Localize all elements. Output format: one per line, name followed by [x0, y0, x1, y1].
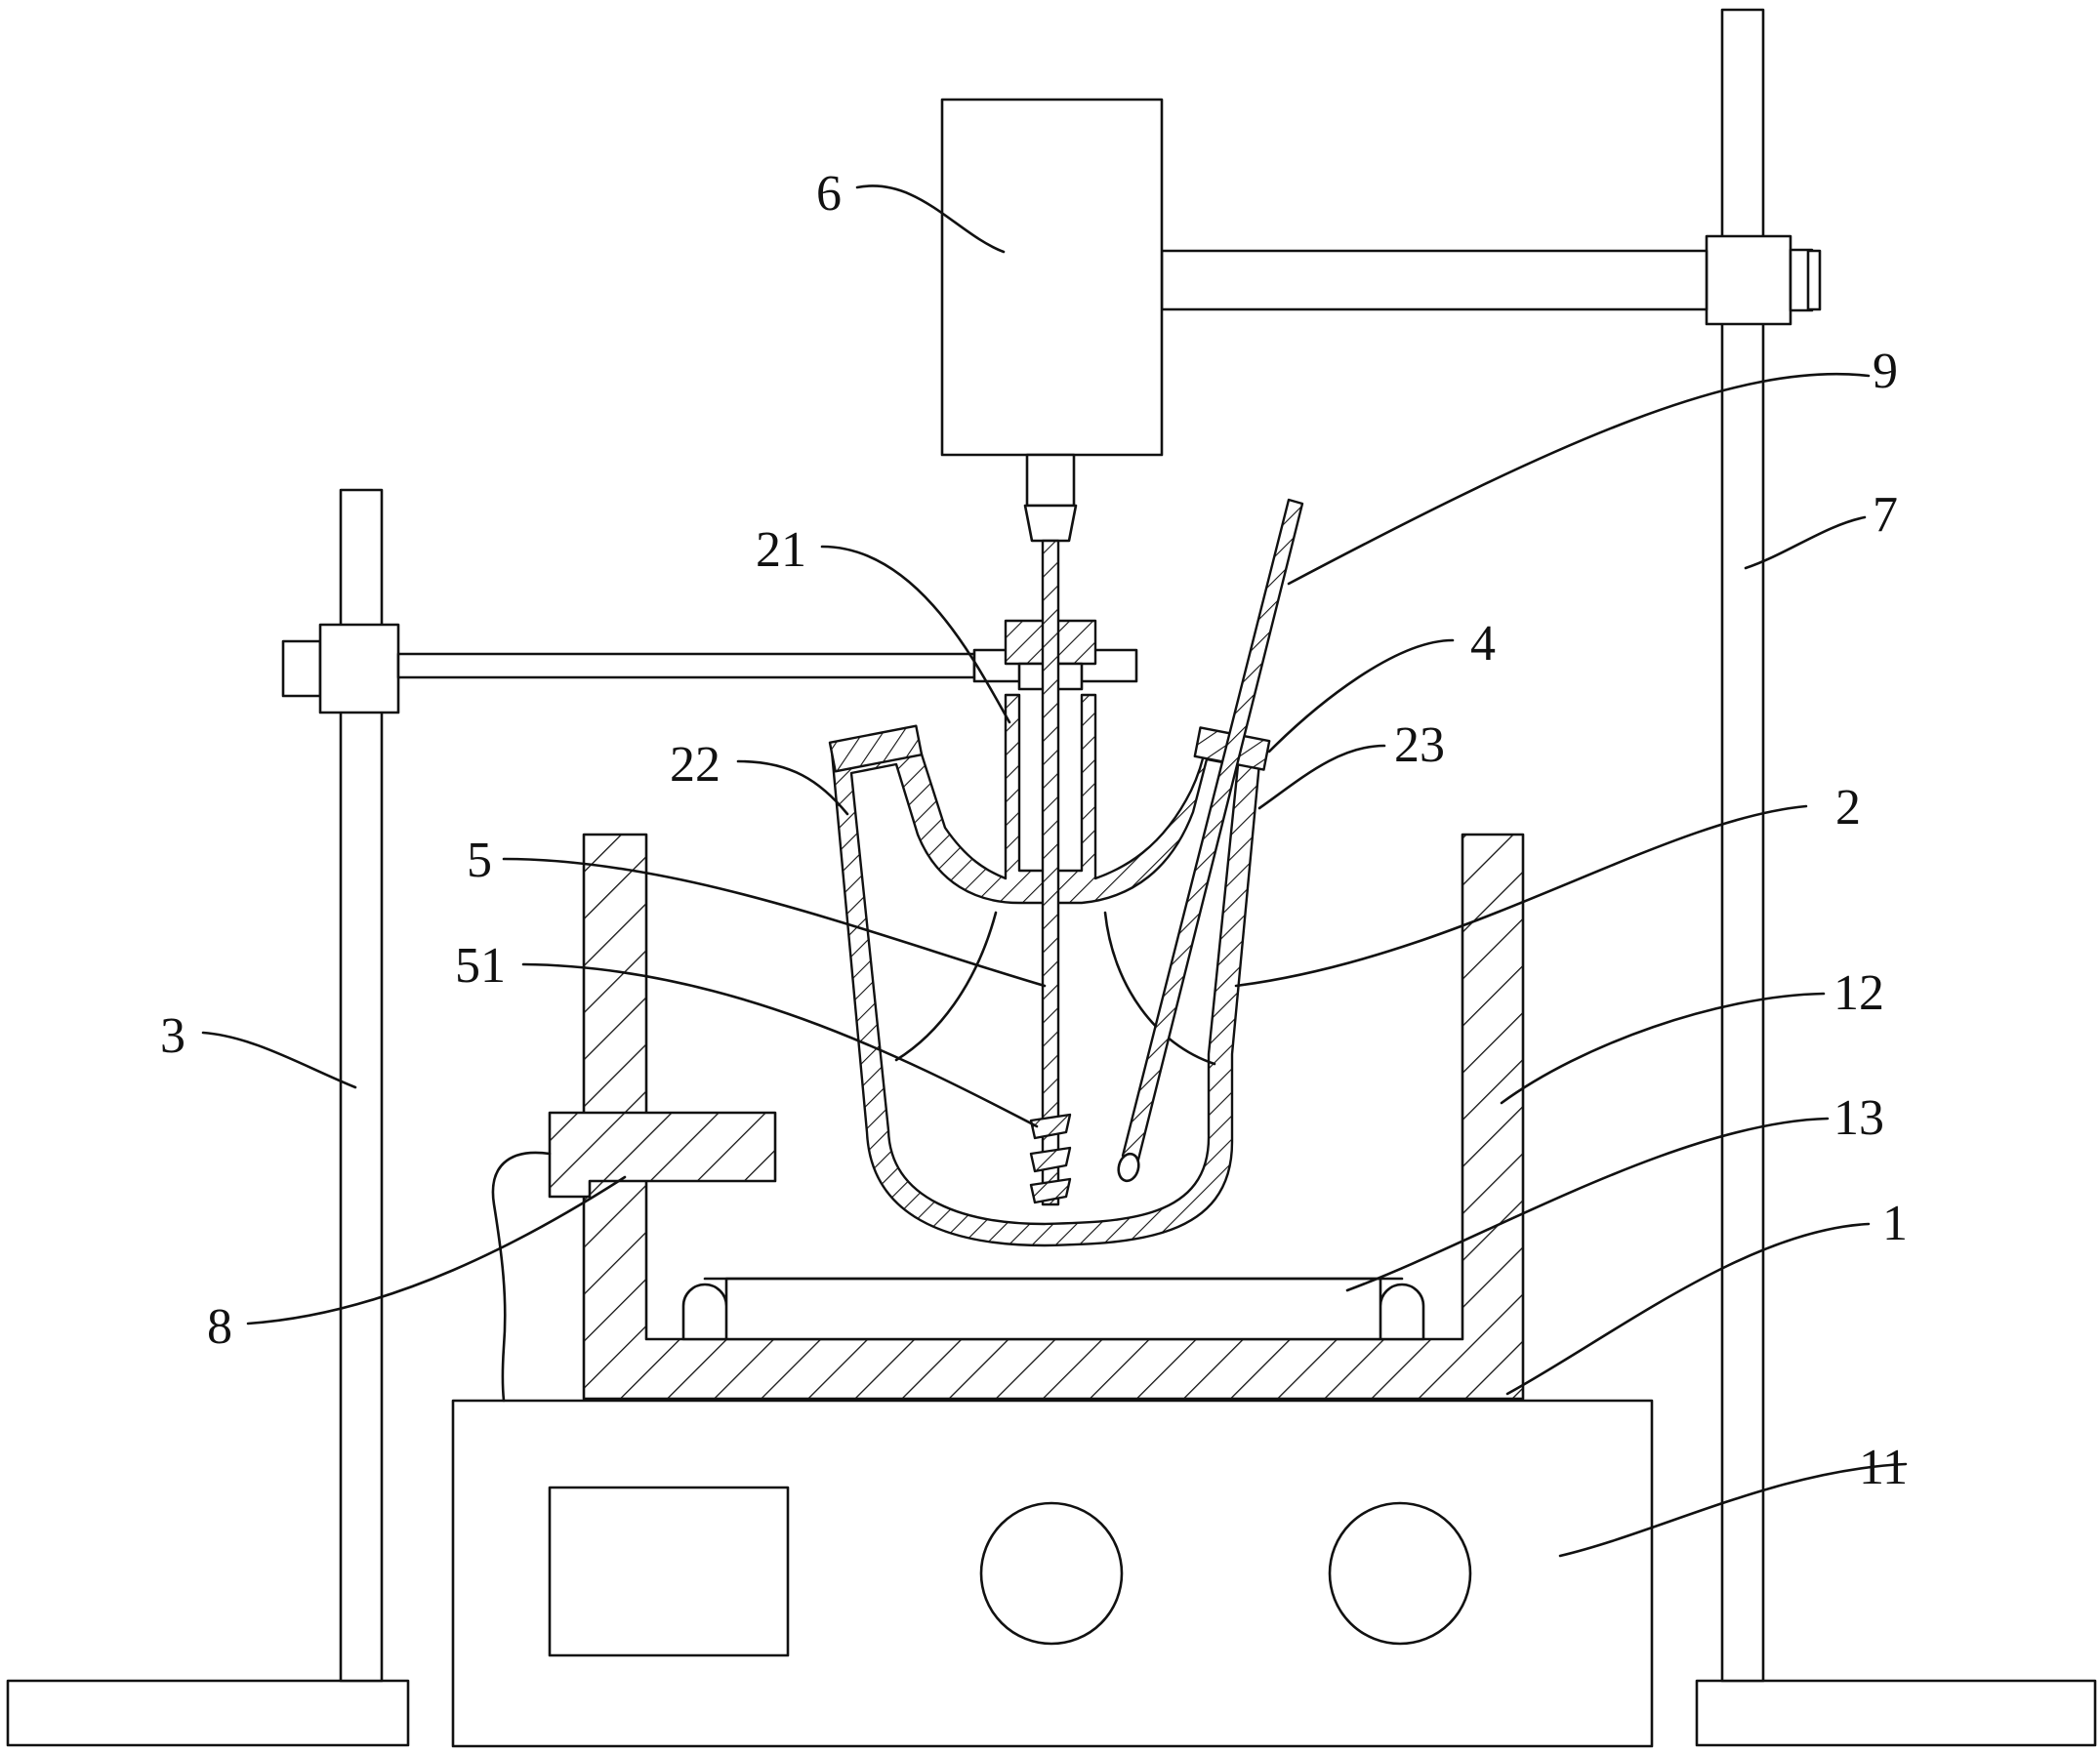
leader-1	[1507, 1224, 1869, 1394]
motor-chuck	[1025, 506, 1076, 541]
motor-coupling	[1027, 455, 1074, 506]
left-clamp-arm	[398, 654, 974, 677]
label-23: 23	[1394, 717, 1445, 773]
motor-arm	[1162, 251, 1707, 309]
leader-23	[1259, 746, 1384, 808]
heating-tube	[683, 1279, 1423, 1339]
motor-body	[942, 100, 1162, 455]
leader-8	[248, 1177, 625, 1324]
label-4: 4	[1470, 616, 1496, 672]
left-clamp-block	[320, 625, 398, 713]
label-21: 21	[756, 522, 806, 578]
label-3: 3	[160, 1008, 185, 1064]
label-13: 13	[1833, 1090, 1884, 1146]
leader-12	[1502, 994, 1824, 1103]
stirrer-blade-2	[1031, 1148, 1070, 1171]
label-7: 7	[1873, 487, 1898, 543]
flask-water-line	[896, 913, 996, 1060]
leader-21	[822, 547, 1009, 722]
label-9: 9	[1873, 344, 1898, 399]
label-2: 2	[1835, 780, 1861, 836]
right-clamp-block	[1707, 236, 1791, 324]
probe-cable	[493, 1153, 550, 1401]
stirrer-blade-3	[1031, 1179, 1070, 1203]
label-5: 5	[467, 833, 492, 888]
stirrer-shaft	[1043, 541, 1058, 1204]
label-11: 11	[1859, 1440, 1908, 1495]
platform-display	[550, 1488, 788, 1655]
leader-3	[203, 1033, 355, 1087]
platform-knob-left	[981, 1503, 1122, 1644]
label-51: 51	[455, 938, 506, 994]
right-clamp-knob-cap	[1808, 251, 1820, 309]
label-1: 1	[1882, 1196, 1908, 1251]
label-22: 22	[670, 737, 721, 793]
label-12: 12	[1833, 965, 1884, 1021]
heating-platform	[453, 1401, 1652, 1746]
left-clamp-knob	[283, 641, 320, 696]
platform-knob-right	[1330, 1503, 1470, 1644]
leader-22	[738, 761, 847, 814]
left-stand-base	[8, 1681, 408, 1745]
stirring-motor	[942, 100, 1162, 541]
probe-body	[550, 1113, 775, 1197]
label-6: 6	[816, 166, 842, 222]
right-stand-base	[1697, 1681, 2095, 1745]
label-8: 8	[207, 1299, 232, 1355]
